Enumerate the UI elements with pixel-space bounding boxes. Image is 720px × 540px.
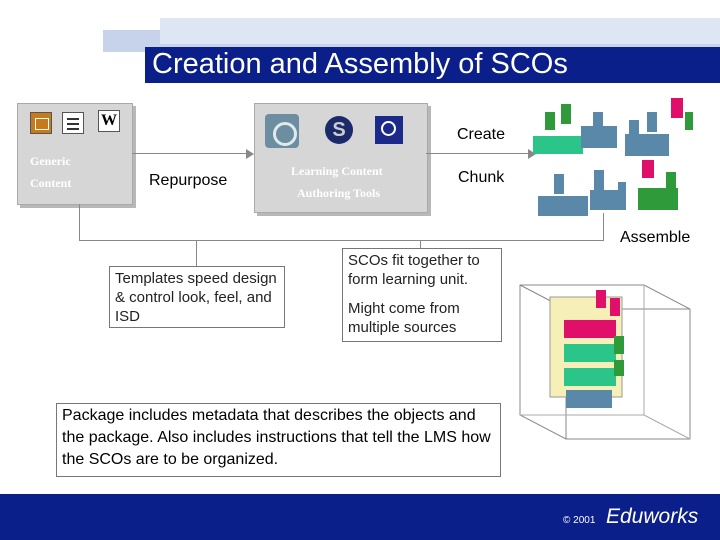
arrow-head-create-chunk [528,149,536,159]
connector-bottom [79,240,603,241]
magnifier-icon [375,116,403,144]
authoring-tools-label-2: Authoring Tools [297,186,381,200]
presentation-icon [30,112,52,134]
header-bar [145,47,720,83]
sco-stack-chunk [538,160,688,216]
assemble-label: Assemble [620,229,691,246]
create-label: Create [457,126,506,143]
connector-scos [420,240,421,248]
page-title: Creation and Assembly of SCOs [152,48,568,80]
word-icon: W [98,110,120,132]
brand-logo-text: Eduworks [606,505,699,528]
sco-stack-assembled [560,290,630,410]
chunk-label: Chunk [458,169,505,186]
arrow-head-repurpose [246,149,254,159]
connector-right-up [603,213,604,241]
templates-box: Templates speed design & control look, f… [109,266,285,328]
generic-content-panel: W Generic Content [17,103,133,205]
arrow-line-create-chunk [426,153,530,154]
authoring-tools-panel: S Learning Content Authoring Tools [254,103,428,213]
s-logo-icon: S [325,116,353,144]
connector-templates [196,240,197,266]
scos-box-line1: SCOs fit together to form learning unit. [348,252,480,288]
scos-box: SCOs fit together to form learning unit.… [342,248,502,342]
generic-content-label-2: Content [30,176,72,190]
copyright-text: © 2001 [563,515,596,526]
footer-bar [0,494,720,540]
molecule-icon [265,114,299,148]
repurpose-label: Repurpose [149,172,228,189]
sco-stack-create [533,98,693,156]
header-decor-accent [160,18,720,44]
arrow-line-repurpose [132,153,248,154]
package-box: Package includes metadata that describes… [56,403,501,477]
scos-box-line2: Might come from multiple sources [348,300,460,336]
connector-left-down [79,204,80,241]
authoring-tools-label-1: Learning Content [291,164,383,178]
document-icon [62,112,84,134]
generic-content-label-1: Generic [30,154,71,168]
